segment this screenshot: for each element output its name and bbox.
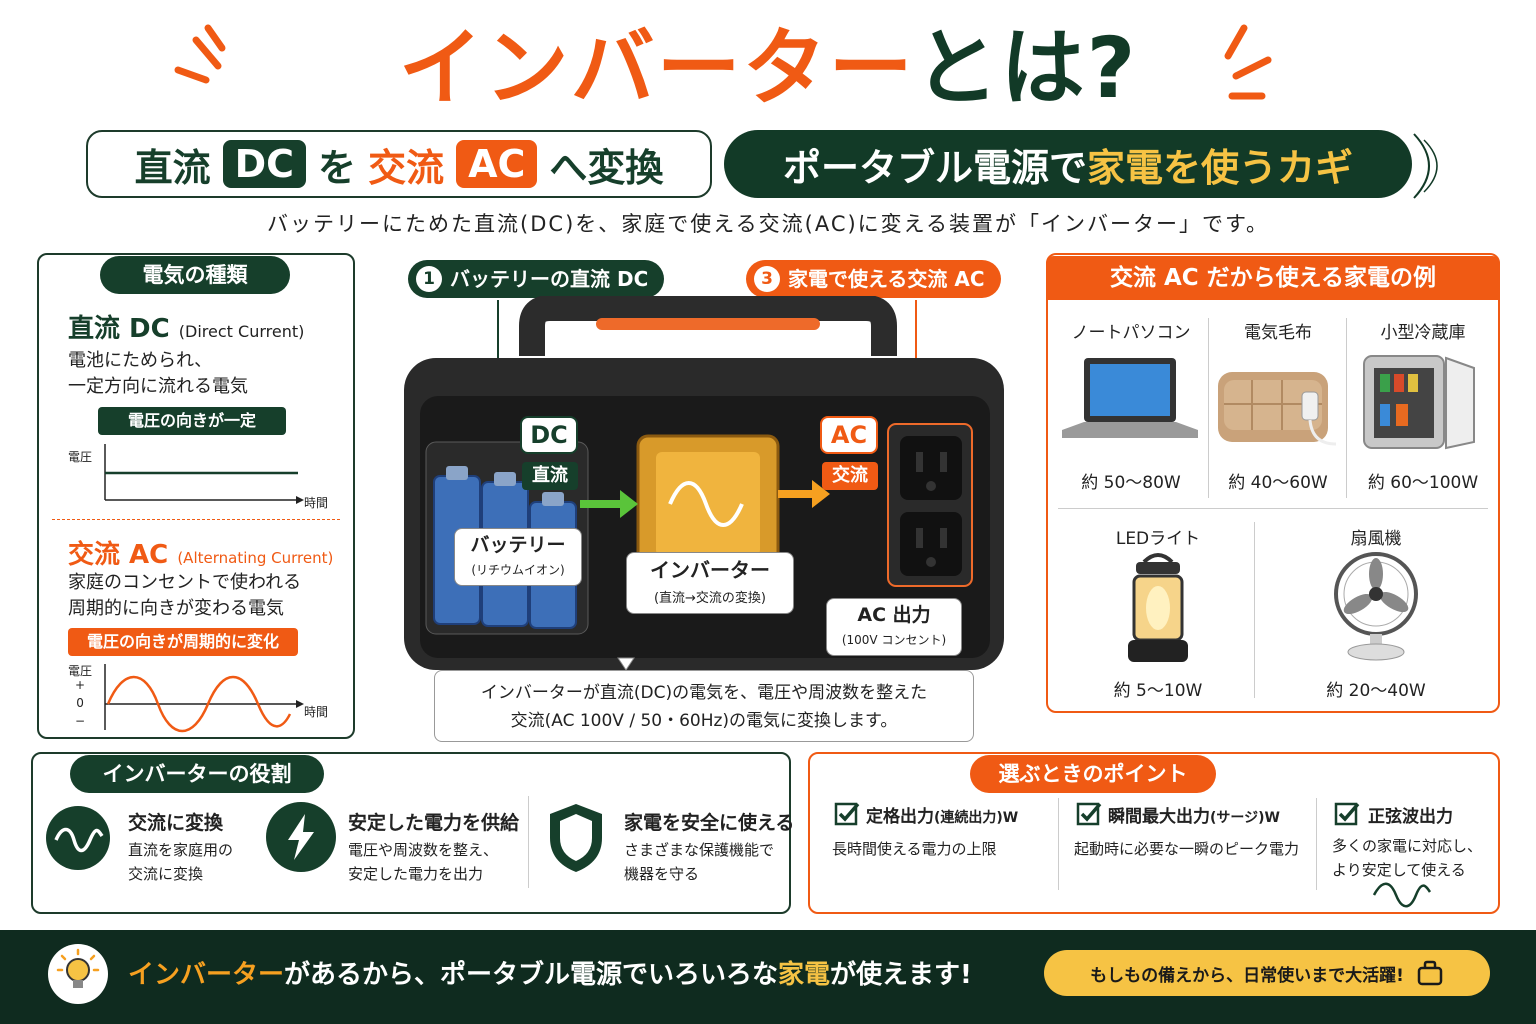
appliances-header: 交流 AC だから使える家電の例 (1046, 256, 1500, 300)
appliance-divider-4 (1254, 522, 1255, 698)
ac-description: 家庭のコンセントで使われる周期的に向きが変わる電気 (68, 572, 302, 619)
role-description: 電圧や周波数を整え、安定した電力を出力 (348, 841, 499, 883)
appliance-watt: 約 20〜40W (1326, 681, 1426, 701)
shield-icon (550, 804, 602, 872)
role-title: 家電を安全に使える (624, 812, 795, 834)
point-title: 正弦波出力 (1368, 807, 1453, 827)
points-divider-2 (1316, 798, 1317, 890)
appliance-divider-2 (1346, 318, 1347, 498)
types-header: 電気の種類 (100, 256, 290, 294)
dc-title: 直流 DC (Direct Current) (68, 314, 305, 344)
intro-text: バッテリーにためた直流(DC)を、家庭で使える交流(AC)に変える装置が「インバ… (267, 212, 1269, 236)
footer-message: インバーターがあるから、ポータブル電源でいろいろな家電が使えます! (128, 960, 972, 990)
point-description: 多くの家電に対応し、より安定して使える (1332, 837, 1483, 879)
checkbox-icon (834, 802, 860, 826)
appliance-watt: 約 5〜10W (1113, 681, 1203, 701)
ac-axis-labels: 電圧+0− (68, 664, 93, 728)
appliance-divider-1 (1208, 318, 1209, 498)
appliances-panel (1046, 253, 1500, 713)
sine-wave-icon (1372, 882, 1432, 908)
dc-voltage-label: 電圧 (68, 450, 93, 464)
ac-time-label: 時間 (304, 705, 329, 719)
checkbox-icon (1076, 802, 1102, 826)
appliance-watt: 約 50〜80W (1081, 473, 1181, 493)
appliance-name: 扇風機 (1350, 529, 1402, 549)
types-divider (52, 519, 340, 520)
role-description: 直流を家庭用の交流に変換 (128, 841, 234, 883)
appliance-name: 小型冷蔵庫 (1380, 323, 1466, 343)
ac-graph (104, 664, 304, 733)
appliance-name: 電気毛布 (1244, 323, 1312, 343)
point-title: 定格出力(連続出力)W (866, 807, 1019, 827)
lightbulb-icon (48, 944, 108, 1004)
ac-tag: AC (820, 416, 878, 454)
electricity-types-panel (37, 253, 355, 739)
key-pill: ポータブル電源で家電を使うカギ (724, 130, 1412, 198)
appliance-name: ノートパソコン (1071, 323, 1191, 343)
points-divider-1 (1058, 798, 1059, 890)
point-description: 起動時に必要な一瞬のピーク電力 (1074, 840, 1300, 858)
role-title: 交流に変換 (128, 812, 224, 834)
dc-graph (104, 444, 304, 504)
dc-description: 電池にためられ、一定方向に流れる電気 (68, 350, 248, 397)
footer-badge: もしもの備えから、日常使いまで大活躍! (1044, 950, 1490, 996)
roles-panel (31, 752, 791, 914)
bag-icon (1417, 960, 1443, 986)
mini-fridge-icon (1363, 355, 1475, 450)
roles-divider (528, 796, 529, 888)
led-lantern-icon (1128, 553, 1188, 662)
inverter-description: インバーターが直流(DC)の電気を、電圧や周波数を整えた交流(AC 100V /… (434, 670, 974, 742)
battery-label: バッテリー(リチウムイオン) (454, 528, 582, 586)
checkbox-icon (1334, 802, 1360, 826)
ac-title: 交流 AC (Alternating Current) (68, 540, 334, 570)
electric-blanket-icon (1218, 372, 1337, 446)
ac-output-label: AC 出力(100V コンセント) (826, 598, 962, 656)
inverter-label: インバーター(直流→交流の変換) (626, 552, 794, 614)
lightning-icon (266, 802, 336, 872)
dc-tag: DC (520, 416, 578, 454)
pill-swoosh (1413, 133, 1438, 199)
dc-sub-tag: 直流 (522, 462, 578, 490)
role-title: 安定した電力を供給 (348, 812, 520, 834)
laptop-icon (1062, 358, 1198, 438)
roles-header: インバーターの役割 (70, 755, 324, 793)
fan-icon (1334, 552, 1418, 661)
point-description: 長時間使える電力の上限 (832, 840, 997, 858)
page-title: インバーターとは? (398, 19, 1138, 117)
title-sparks (174, 24, 1272, 100)
points-header: 選ぶときのポイント (970, 755, 1216, 793)
appliance-divider-3 (1058, 508, 1488, 509)
ac-badge: 電圧の向きが周期的に変化 (68, 628, 298, 656)
point-title: 瞬間最大出力(サージ)W (1108, 807, 1280, 827)
appliance-watt: 約 60〜100W (1367, 473, 1479, 493)
dc-time-label: 時間 (304, 496, 329, 510)
dc-badge: 電圧の向きが一定 (98, 407, 286, 435)
ac-sub-tag: 交流 (822, 462, 878, 490)
wave-icon (46, 806, 110, 870)
role-description: さまざまな保護機能で機器を守る (624, 841, 775, 883)
appliance-name: LEDライト (1115, 529, 1201, 549)
appliance-watt: 約 40〜60W (1228, 473, 1328, 493)
